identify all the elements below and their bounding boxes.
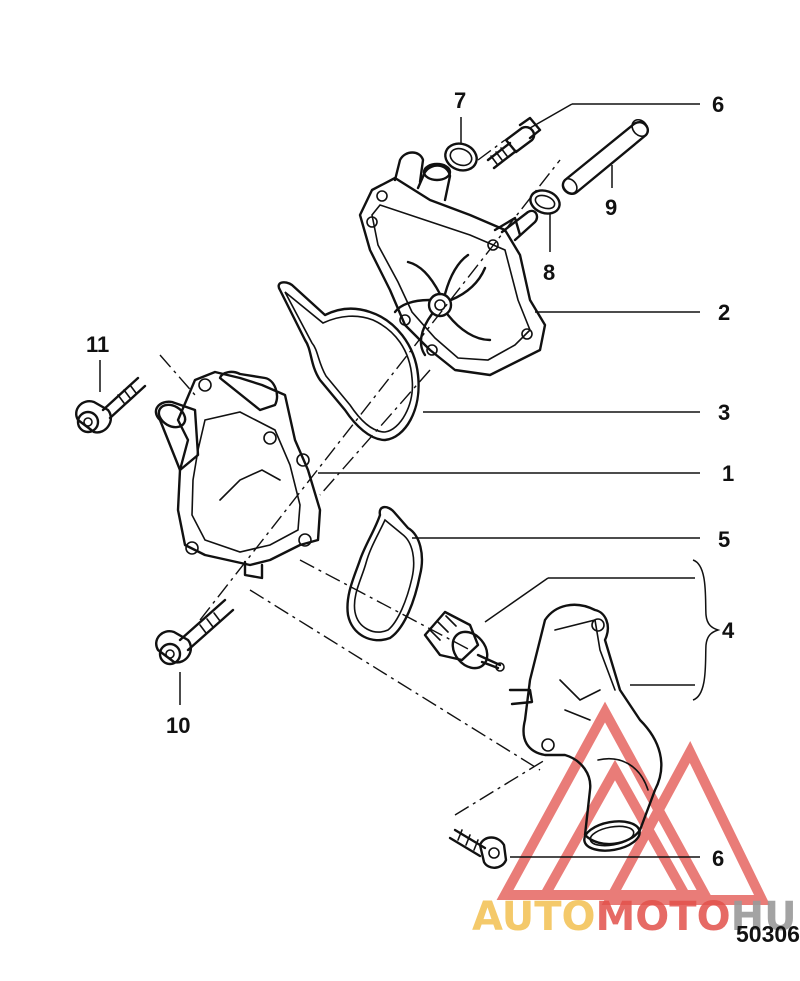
callout-8: 8 [543, 260, 555, 285]
pump-housing-part-1 [154, 370, 322, 580]
leader-lines [99, 103, 721, 858]
watermark-moto: MOTO [596, 894, 731, 940]
impeller [393, 253, 492, 357]
bolt-part-10 [155, 598, 235, 666]
callout-5: 5 [718, 527, 730, 552]
bolt-part-11 [75, 376, 147, 434]
pin-part-9 [561, 118, 649, 195]
thermostat-cover [508, 603, 663, 852]
callout-11: 11 [86, 332, 109, 357]
gasket-part-5 [346, 505, 424, 642]
callout-3: 3 [718, 400, 730, 425]
drawing-code: 50306 [736, 921, 800, 947]
callout-6-bottom: 6 [712, 846, 724, 871]
watermark-triangle-logo [496, 701, 770, 905]
callout-4: 4 [722, 618, 735, 643]
gasket-part-3 [277, 281, 420, 442]
watermark-auto: AUTO [472, 894, 596, 940]
callout-2: 2 [718, 300, 730, 325]
watermark-hub: HUB [731, 894, 800, 940]
water-pump-body-part-2 [358, 151, 547, 377]
callout-7: 7 [454, 88, 466, 113]
o-ring-part-8 [529, 189, 561, 215]
thermostat-assembly-part-4 [423, 603, 663, 852]
callout-6-top: 6 [712, 92, 724, 117]
bolt-part-6-bottom [448, 828, 508, 869]
callout-labels: 6 7 8 9 2 3 1 5 4 11 10 6 50306 [86, 88, 800, 947]
assembly-centerlines [159, 139, 561, 816]
callout-9: 9 [605, 195, 617, 220]
o-ring-part-7 [444, 142, 478, 172]
watermark: AUTOMOTOHUB [472, 701, 800, 940]
thermostat [423, 610, 505, 672]
svg-text:AUTOMOTOHUB: AUTOMOTOHUB [472, 894, 800, 940]
callout-1: 1 [722, 461, 734, 486]
bolt-part-6-top [486, 116, 542, 170]
callout-10: 10 [166, 713, 190, 738]
